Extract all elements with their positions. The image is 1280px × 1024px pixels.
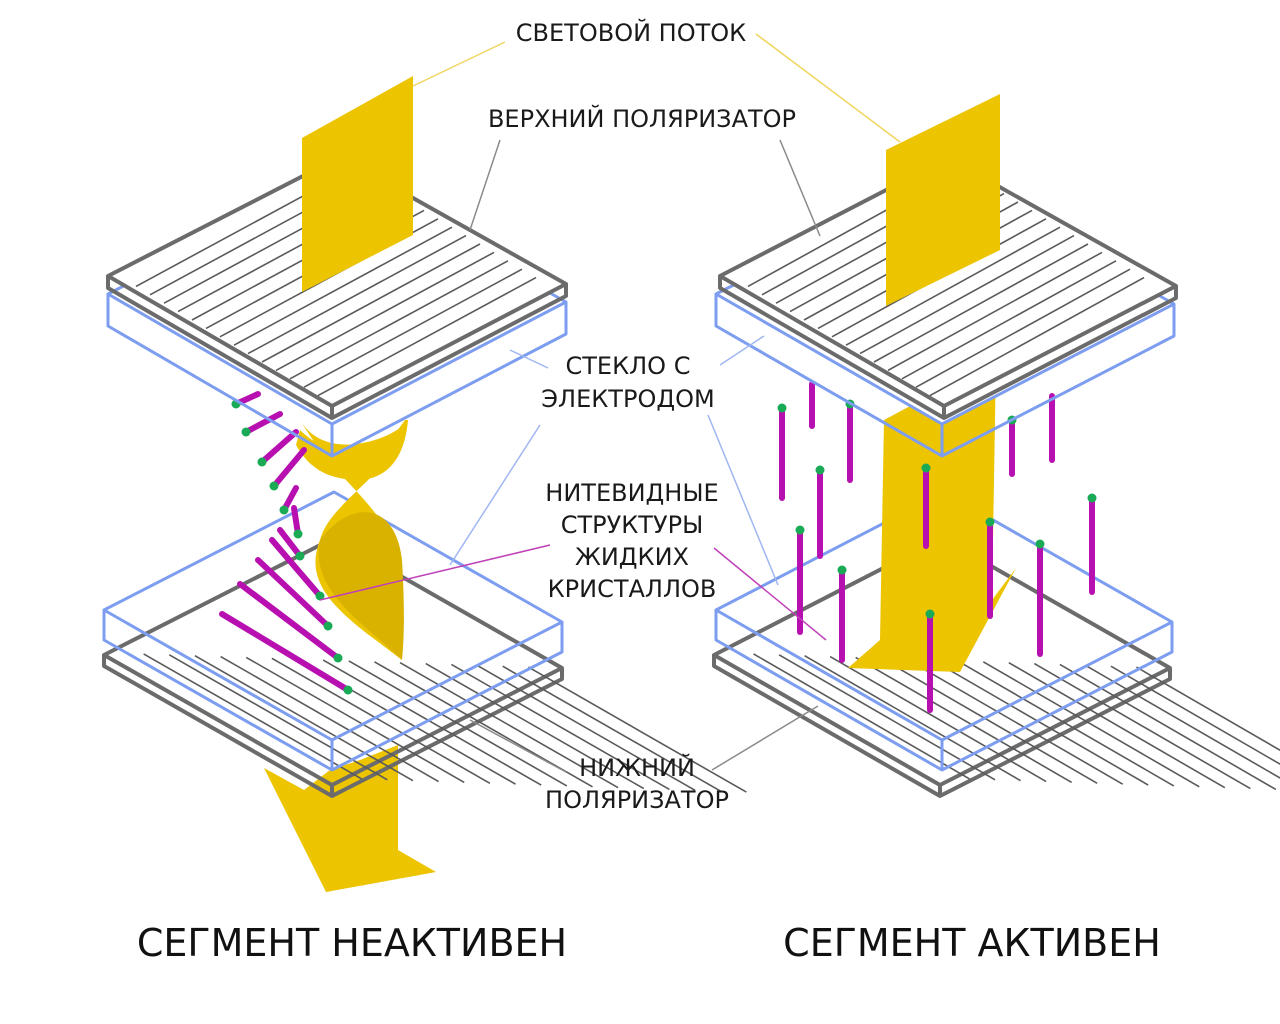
polarizer-stripe (476, 664, 696, 792)
liquid-crystal-rod (271, 447, 307, 489)
polarizer-stripe (275, 251, 495, 372)
polarizer-stripe (901, 260, 1117, 380)
inactive-segment (102, 76, 747, 892)
active-lower-glass (714, 490, 1174, 772)
lower-polarizer-label-line2: ПОЛЯРИЗАТОР (545, 786, 729, 814)
crystal-tip (921, 463, 931, 473)
polarizer-stripe (887, 251, 1103, 372)
inactive-twisted-light (296, 420, 408, 660)
crystal-tip (343, 685, 353, 695)
labels: СВЕТОВОЙ ПОТОК ВЕРХНИЙ ПОЛЯРИЗАТОР СТЕКЛ… (137, 18, 1161, 965)
crystal-tip (333, 653, 343, 663)
active-lower-polarizer (712, 536, 1280, 798)
glass-label-line2: ЭЛЕКТРОДОМ (541, 385, 714, 413)
crystal-tip (925, 609, 935, 619)
glass-label-line1: СТЕКЛО С (566, 352, 691, 380)
polarizer-stripe (845, 226, 1061, 346)
upper-polarizer-label: ВЕРХНИЙ ПОЛЯРИЗАТОР (488, 104, 796, 133)
crystal-tip (815, 465, 825, 475)
crystals-label-line4: КРИСТАЛЛОВ (548, 575, 717, 603)
liquid-crystal-rod (219, 611, 351, 693)
polarizer-stripe (1033, 662, 1251, 790)
polarizer-stripe (168, 654, 388, 781)
light-flux-label: СВЕТОВОЙ ПОТОК (516, 18, 746, 47)
liquid-crystal-rod (269, 537, 323, 599)
crystal-tip (241, 427, 251, 437)
crystals-label-line1: НИТЕВИДНЫЕ (545, 479, 718, 507)
lower-polarizer-label-line1: НИЖНИЙ (579, 753, 695, 782)
polarizer-stripe (348, 660, 568, 787)
inactive-input-light (302, 76, 413, 292)
crystal-tip (295, 551, 305, 561)
crystal-tip (279, 505, 289, 515)
polarizer-stripe (451, 663, 670, 791)
active-crystal-rods (777, 381, 1097, 713)
polarizer-stripe (873, 243, 1089, 363)
caption-active: СЕГМЕНТ АКТИВЕН (783, 921, 1161, 965)
crystals-label-line3: ЖИДКИХ (575, 543, 689, 571)
inactive-crystal-rods (219, 391, 353, 695)
liquid-crystal-rod (243, 411, 283, 435)
polarizer-stripe (289, 260, 509, 380)
polarizer-stripe (1136, 666, 1280, 752)
polarizer-stripe (1110, 665, 1280, 765)
crystal-tip (269, 481, 279, 491)
crystals-label-line2: СТРУКТУРЫ (561, 511, 704, 539)
active-segment (712, 94, 1280, 798)
polarizer-stripe (247, 234, 467, 355)
crystal-tip (293, 529, 303, 539)
inactive-output-arrow (264, 745, 436, 892)
liquid-crystal-rod (237, 581, 341, 661)
polarizer-stripe (753, 653, 970, 780)
polarizer-stripe (322, 659, 542, 786)
liquid-crystal-rod (259, 429, 299, 465)
polarizer-stripe (906, 658, 1124, 785)
leader-lines (319, 33, 901, 773)
polarizer-stripe (233, 226, 453, 346)
polarizer-stripe (303, 268, 523, 388)
crystal-tip (837, 565, 847, 575)
polarizer-stripe (1085, 664, 1280, 779)
polarizer-stripe (929, 276, 1145, 397)
polarizer-stripe (982, 661, 1200, 788)
crystal-tip (1035, 539, 1045, 549)
polarizer-stripe (261, 243, 481, 363)
polarizer-stripe (859, 234, 1075, 355)
polarizer-stripe (245, 656, 465, 784)
polarizer-stripe (271, 657, 491, 784)
polarizer-stripe (317, 276, 537, 397)
crystal-tip (795, 525, 805, 535)
liquid-crystal-rod (277, 527, 303, 559)
polarizer-stripe (957, 660, 1175, 787)
polarizer-stripe (220, 655, 439, 783)
inactive-upper-polarizer (106, 155, 568, 420)
crystal-tip (777, 403, 787, 413)
polarizer-stripe (915, 268, 1131, 388)
polarizer-stripe (855, 656, 1073, 784)
polarizer-stripe (399, 662, 619, 789)
polarizer-stripe (931, 659, 1149, 786)
active-input-light (886, 94, 1000, 306)
polarizer-stripe (778, 654, 996, 781)
polarizer-stripe (1008, 662, 1226, 789)
polarizer-stripe (804, 654, 1021, 782)
polarizer-stripe (1059, 663, 1277, 791)
polarizer-stripe (880, 657, 1098, 784)
caption-inactive: СЕГМЕНТ НЕАКТИВЕН (137, 921, 567, 965)
crystal-tip (323, 621, 333, 631)
crystal-tip (315, 591, 325, 601)
inactive-lower-glass (102, 490, 564, 772)
polarizer-stripe (143, 653, 363, 780)
crystal-tip (257, 457, 267, 467)
crystal-tip (1087, 493, 1097, 503)
polarizer-stripe (829, 655, 1047, 783)
polarizer-stripe (502, 665, 722, 792)
polarizer-stripe (425, 662, 645, 790)
liquid-crystal-rod (255, 557, 331, 629)
polarizer-stripe (194, 654, 414, 782)
polarizer-stripe (527, 666, 747, 793)
crystal-tip (985, 517, 995, 527)
